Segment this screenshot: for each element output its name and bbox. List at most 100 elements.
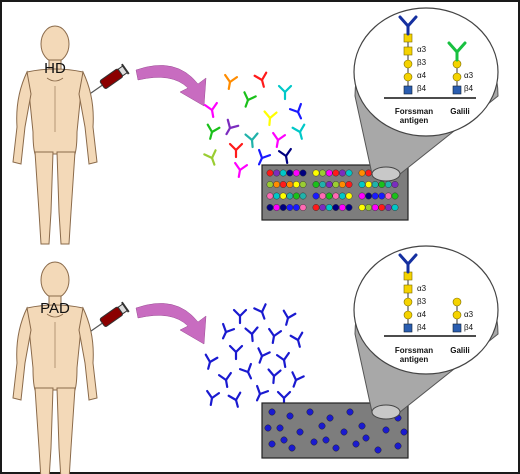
top-forssman-label: Forssman antigen (384, 107, 444, 125)
top-array-spot-34 (332, 181, 340, 188)
bottom-antibody-18-left-arm (255, 384, 262, 396)
top-galili-link-2: β4 (464, 84, 474, 93)
top-array-spot-19 (266, 204, 274, 211)
bottom-antibody-9-stem (258, 354, 264, 364)
bottom-antibody-3-right-arm (286, 312, 297, 320)
top-antibody-2-stem (260, 78, 265, 88)
bottom-antibody-5 (244, 326, 259, 343)
bottom-antibody-13-left-arm (267, 368, 276, 378)
hd-syringe-icon (90, 63, 130, 94)
top-antibody-8-right-arm (228, 124, 240, 130)
top-array-spot-21 (279, 204, 287, 211)
bottom-antibody-6-stem (271, 334, 276, 344)
top-array-spot-58 (378, 181, 386, 188)
top-array-spot-47 (338, 204, 346, 211)
bottom-antibody-12-right-arm (246, 362, 253, 374)
top-antibody-3 (277, 84, 293, 101)
top-antibody-8-stem (225, 126, 232, 136)
bottom-antibody-1-left-arm (232, 308, 242, 318)
top-galili-antibody-right (455, 41, 467, 54)
top-array-spot-16 (286, 192, 294, 200)
bottom-antibody-7-stem (296, 338, 301, 348)
top-galili-antibody (447, 41, 467, 62)
top-array-spot-36 (345, 181, 353, 188)
top-antibody-10-right-arm (210, 126, 221, 134)
top-forssman-label-line2: antigen (399, 116, 429, 125)
top-antibody-cloud (203, 71, 306, 178)
bottom-antibody-12-left-arm (238, 367, 250, 374)
bottom-forssman-antibody-right (406, 253, 418, 266)
bottom-antibody-14-stem (292, 378, 298, 388)
top-forssman-gal-1 (403, 59, 413, 69)
bottom-antibody-4 (221, 322, 236, 340)
bottom-galili-gal-1 (452, 297, 462, 307)
bottom-antibody-15-right-arm (224, 371, 232, 382)
bottom-antibody-15 (217, 371, 232, 388)
bottom-antibody-10-stem (282, 358, 287, 368)
bottom-antibody-13 (267, 368, 282, 385)
top-array-spot-39 (325, 192, 333, 200)
top-array-spot-2 (273, 169, 281, 177)
bottom-antibody-16 (206, 389, 221, 406)
top-array-spot-11 (292, 181, 300, 188)
bottom-antibody-7-right-arm (296, 331, 304, 342)
bottom-array-spot-9 (296, 428, 304, 436)
top-array-spot-26 (319, 169, 327, 177)
top-antibody-6-stem (268, 116, 272, 127)
top-array-spot-37 (312, 192, 320, 200)
bottom-antibody-3 (282, 309, 297, 326)
top-array-spot-72 (391, 204, 399, 211)
top-antibody-17-right-arm (284, 147, 292, 158)
bottom-antibody-1-right-arm (238, 308, 248, 318)
top-array-spot-7 (266, 181, 274, 188)
top-antibody-11-right-arm (276, 134, 287, 142)
top-array-spot-44 (319, 204, 327, 211)
top-array-spot-10 (286, 181, 294, 188)
bottom-antibody-14-right-arm (294, 375, 305, 382)
top-array-spot-69 (371, 204, 379, 211)
bottom-forssman-glcnac (403, 323, 413, 333)
bottom-antibody-5-stem (250, 332, 254, 343)
bottom-array-spot-3 (306, 408, 314, 416)
bottom-forssman-antibody (398, 253, 418, 274)
top-array-spot-70 (378, 204, 386, 211)
top-array-spot-46 (332, 204, 340, 211)
bottom-array-spot-21 (280, 436, 288, 444)
top-antibody-15-right-arm (210, 149, 217, 160)
top-antibody-16 (234, 161, 249, 178)
bottom-antibody-8-right-arm (234, 344, 244, 354)
bottom-antibody-17-stem (234, 398, 239, 408)
top-galili-link-1: α3 (464, 71, 474, 80)
top-antibody-4-stem (244, 98, 250, 108)
bottom-forssman-gal-2 (403, 310, 413, 320)
bottom-zoom-circle (353, 245, 499, 375)
top-antibody-12 (291, 123, 306, 140)
bottom-forssman-link-3: α4 (417, 310, 427, 319)
bottom-antibody-12 (238, 362, 253, 380)
bottom-antibody-3-left-arm (282, 309, 290, 320)
bottom-antibody-10 (275, 351, 290, 368)
top-antibody-7-right-arm (296, 102, 303, 114)
top-antibody-8-left-arm (226, 118, 232, 130)
bottom-antibody-15-stem (224, 378, 229, 388)
top-antibody-12-stem (298, 130, 303, 140)
hd-right-leg (56, 151, 76, 245)
top-forssman-antibody (398, 15, 418, 36)
bottom-galili-link-1: α3 (464, 310, 474, 319)
top-antibody-1 (224, 73, 239, 90)
bottom-antibody-17-left-arm (227, 394, 238, 402)
hd-left-leg (34, 151, 54, 245)
top-array-spot-59 (384, 181, 392, 188)
top-array-spot-4 (286, 169, 294, 177)
top-galili-gal-2 (452, 72, 462, 82)
top-array-spot-49 (358, 169, 366, 177)
bottom-antibody-14 (291, 371, 305, 388)
bottom-galili-glcnac (452, 323, 462, 333)
bottom-antibody-6 (268, 327, 283, 344)
top-array-spot-63 (371, 192, 379, 200)
top-antibody-4 (243, 91, 257, 108)
top-array-spot-31 (312, 181, 320, 188)
top-antibody-15-left-arm (203, 153, 214, 160)
top-antibody-17-left-arm (277, 150, 288, 158)
